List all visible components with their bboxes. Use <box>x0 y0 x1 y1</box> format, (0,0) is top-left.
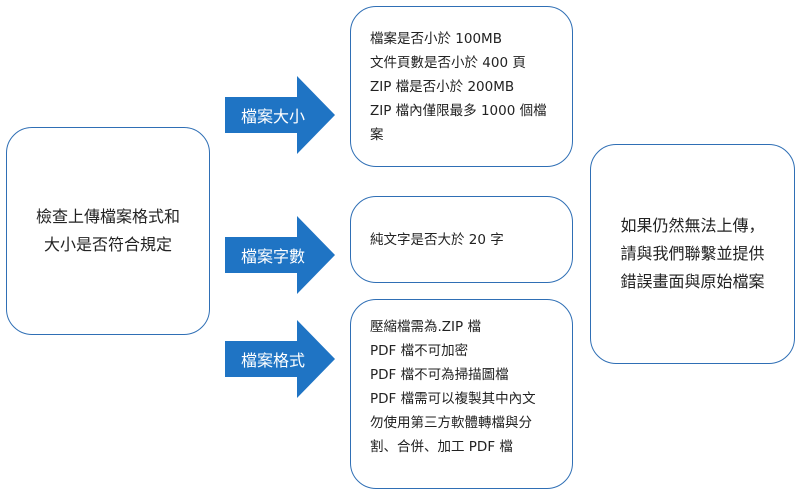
size-rule-1: 檔案是否小於 100MB <box>370 31 502 47</box>
arrow-file-format-label: 檔案格式 <box>240 351 305 370</box>
arrow-file-size: 檔案大小 <box>225 76 335 154</box>
contact-line-1: 如果仍然無法上傳， <box>620 216 765 235</box>
size-rule-3: ZIP 檔是否小於 200MB <box>370 79 515 95</box>
contact-line-3: 錯誤畫面與原始檔案 <box>620 272 765 291</box>
format-rule-4: PDF 檔需可以複製其中內文 <box>370 391 536 407</box>
check-file-line-2: 大小是否符合規定 <box>43 235 172 254</box>
format-rule-5: 勿使用第三方軟體轉檔與分 <box>370 415 532 431</box>
arrow-word-count: 檔案字數 <box>225 216 335 294</box>
format-rule-2: PDF 檔不可加密 <box>370 343 469 359</box>
check-file-line-1: 檢查上傳檔案格式和 <box>35 207 180 226</box>
file-format-box: 壓縮檔需為.ZIP 檔 PDF 檔不可加密 PDF 檔不可為掃描圖檔 PDF 檔… <box>350 299 573 489</box>
arrow-shape <box>225 76 335 154</box>
word-rule-1: 純文字是否大於 20 字 <box>370 231 504 248</box>
check-file-box: 檢查上傳檔案格式和 大小是否符合規定 <box>6 127 210 335</box>
arrow-shape <box>225 216 335 294</box>
word-count-box: 純文字是否大於 20 字 <box>350 196 573 283</box>
size-rule-4-cont: 案 <box>370 127 384 143</box>
file-size-box: 檔案是否小於 100MB 文件頁數是否小於 400 頁 ZIP 檔是否小於 20… <box>350 6 573 167</box>
arrow-file-size-label: 檔案大小 <box>240 107 305 126</box>
size-rule-2: 文件頁數是否小於 400 頁 <box>370 55 526 71</box>
arrow-word-count-label: 檔案字數 <box>240 247 305 266</box>
arrow-shape <box>225 320 335 398</box>
format-rule-3: PDF 檔不可為掃描圖檔 <box>370 367 509 383</box>
format-rule-1: 壓縮檔需為.ZIP 檔 <box>370 319 481 335</box>
size-rule-4: ZIP 檔內僅限最多 1000 個檔 <box>370 103 547 119</box>
contact-line-2: 請與我們聯繫並提供 <box>620 244 765 263</box>
contact-support-box: 如果仍然無法上傳， 請與我們聯繫並提供 錯誤畫面與原始檔案 <box>590 144 795 364</box>
arrow-file-format: 檔案格式 <box>225 320 335 398</box>
format-rule-6: 割、合併、加工 PDF 檔 <box>370 439 513 455</box>
